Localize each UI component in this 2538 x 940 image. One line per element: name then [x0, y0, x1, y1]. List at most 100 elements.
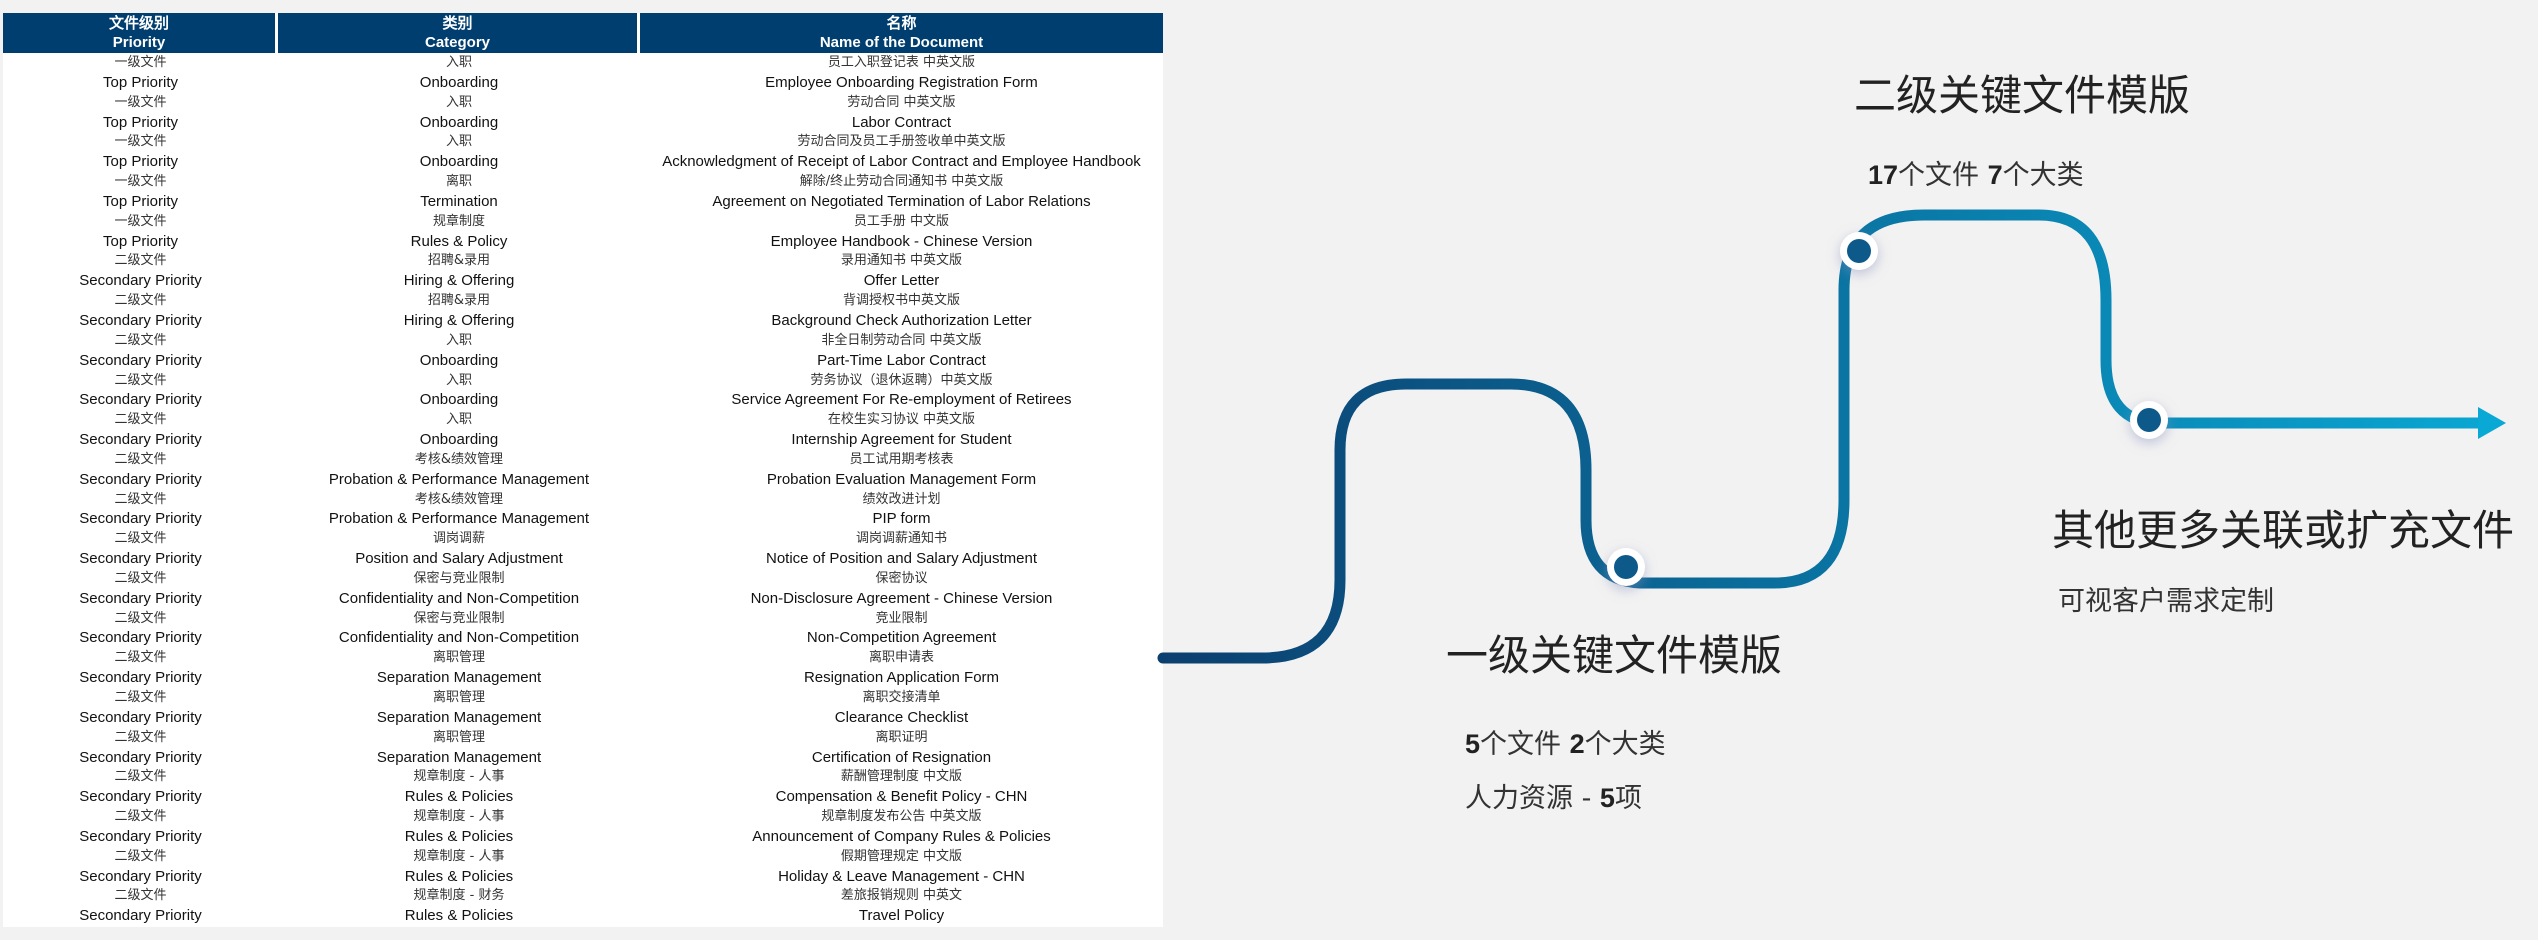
- category-cn: 入职: [445, 134, 472, 150]
- level2-title: 二级关键文件模版: [1854, 71, 2191, 120]
- level1-hr-unit: 项: [1614, 783, 1642, 814]
- document-name-en: Resignation Application Form: [803, 669, 1000, 687]
- category-en: Confidentiality and Non-Competition: [338, 589, 580, 607]
- priority-cell: 二级文件 Secondary Priority: [3, 807, 278, 847]
- document-name-cn: 离职证明: [875, 729, 928, 745]
- document-name-cn: 员工手册 中文版: [853, 213, 950, 229]
- document-name-en: Labor Contract: [851, 113, 952, 131]
- priority-cell: 二级文件 Secondary Priority: [3, 410, 278, 450]
- document-name-en: Notice of Position and Salary Adjustment: [766, 550, 1037, 568]
- priority-en: Secondary Priority: [79, 510, 202, 528]
- level1-categories-label: 个大类: [1584, 729, 1666, 760]
- priority-cn: 二级文件: [114, 610, 167, 626]
- category-en: Confidentiality and Non-Competition: [338, 629, 580, 647]
- document-name-en: Compensation & Benefit Policy - CHN: [775, 788, 1028, 806]
- category-cn: 规章制度 - 人事: [413, 769, 505, 785]
- milestone-dot-more: [2130, 401, 2168, 439]
- document-name-en: Non-Competition Agreement: [806, 629, 997, 647]
- category-en: Onboarding: [419, 153, 499, 171]
- priority-cn: 一级文件: [114, 213, 167, 229]
- document-name-cn: 离职交接清单: [862, 690, 941, 705]
- document-name-en: Probation Evaluation Management Form: [766, 470, 1037, 488]
- category-en: Termination: [420, 192, 498, 210]
- priority-en: Secondary Priority: [79, 550, 202, 568]
- priority-cn: 二级文件: [114, 848, 167, 864]
- priority-cn: 二级文件: [114, 372, 167, 388]
- priority-en: Top Priority: [102, 153, 179, 171]
- priority-cn: 二级文件: [114, 769, 167, 785]
- more-title: 其他更多关联或扩充文件: [2052, 506, 2515, 555]
- level2-files-count: 17: [1868, 160, 1899, 190]
- milestone-dot-level2: [1840, 232, 1878, 270]
- priority-en: Secondary Priority: [79, 431, 202, 449]
- priority-cell: 二级文件 Secondary Priority: [3, 450, 278, 490]
- priority-cn: 二级文件: [114, 531, 167, 547]
- category-cell: 入职 Onboarding: [278, 132, 640, 172]
- document-name-cn: 劳动合同及员工手册签收单中英文版: [797, 134, 1006, 150]
- category-cn: 离职管理: [432, 650, 485, 666]
- priority-cn: 二级文件: [114, 332, 167, 348]
- category-en: Rules & Policy: [410, 232, 508, 250]
- priority-en: Top Priority: [102, 192, 179, 210]
- priority-cn: 二级文件: [114, 888, 167, 904]
- level1-hr-label: 人力资源 -: [1465, 783, 1600, 814]
- document-name-cell: 劳动合同 中英文版 Labor Contract: [640, 93, 1163, 133]
- category-cn: 招聘&录用: [427, 253, 491, 269]
- category-cn: 入职: [445, 372, 472, 388]
- level1-hr-count: 5: [1599, 783, 1615, 813]
- document-name-cn: 劳动合同 中英文版: [847, 94, 956, 110]
- document-name-en: Announcement of Company Rules & Policies: [752, 827, 1051, 845]
- priority-en: Secondary Priority: [79, 272, 202, 290]
- priority-cn: 一级文件: [114, 134, 167, 150]
- document-name-cn: 绩效改进计划: [862, 491, 941, 507]
- level1-files-count: 5: [1465, 729, 1481, 759]
- document-name-cn: 在校生实习协议 中英文版: [827, 412, 976, 428]
- header-priority-cn: 文件级别: [108, 15, 169, 32]
- header-priority-en: Priority: [112, 34, 166, 51]
- category-cn: 入职: [445, 332, 472, 348]
- priority-en: Secondary Priority: [79, 827, 202, 845]
- priority-cn: 二级文件: [114, 412, 167, 428]
- more-subtitle: 可视客户需求定制: [2058, 586, 2274, 617]
- priority-en: Secondary Priority: [79, 470, 202, 488]
- priority-cn: 二级文件: [114, 451, 167, 467]
- priority-cn: 二级文件: [114, 253, 167, 269]
- category-cn: 入职: [445, 412, 472, 428]
- level1-files-label: 个文件: [1480, 729, 1570, 760]
- priority-cn: 二级文件: [114, 809, 167, 825]
- priority-cn: 二级文件: [114, 729, 167, 745]
- priority-cn: 二级文件: [114, 690, 167, 705]
- table-row: 一级文件 Top Priority 入职 Onboarding 劳动合同及员工手册签收单…: [3, 132, 1163, 172]
